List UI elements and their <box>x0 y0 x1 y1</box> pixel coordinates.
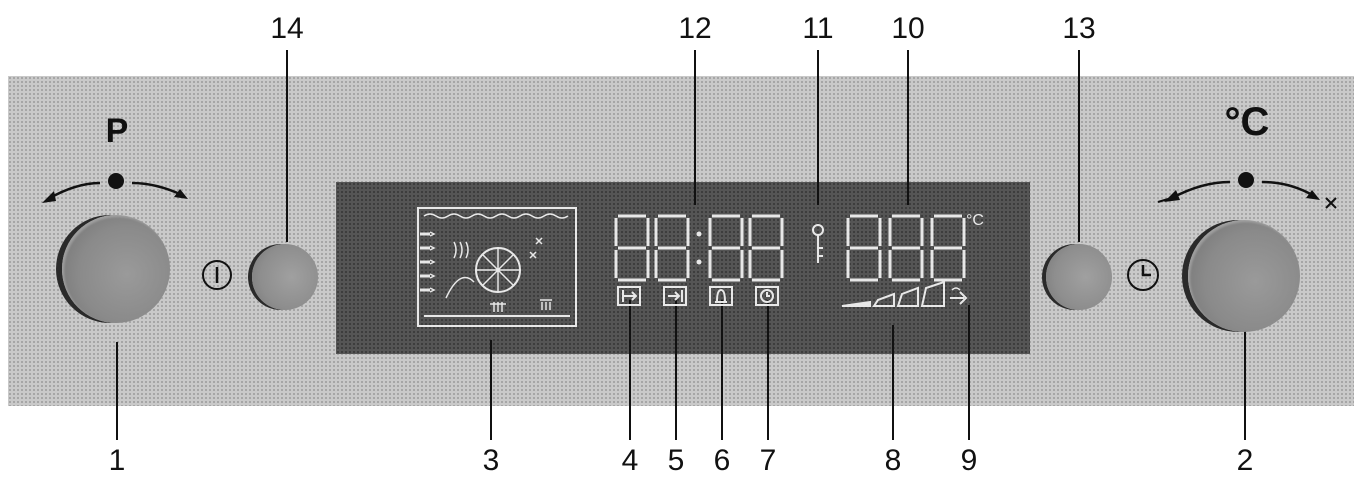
callout-12: 12 <box>678 12 712 45</box>
cooking-time-icon <box>617 286 641 306</box>
clock-icon <box>1127 259 1159 291</box>
clock-mode-icon <box>755 286 779 306</box>
end-time-icon <box>663 286 687 306</box>
temperature-rotate-arrows-icon <box>1157 172 1337 209</box>
callout-1: 1 <box>108 444 126 477</box>
callout-3: 3 <box>482 444 500 477</box>
callout-4: 4 <box>621 444 639 477</box>
display-content <box>417 207 968 327</box>
program-selector-knob[interactable] <box>62 215 170 323</box>
callout-9: 9 <box>960 444 978 477</box>
callout-13: 13 <box>1062 12 1096 45</box>
temperature-unit-label: °C <box>1224 100 1270 144</box>
temperature-knob[interactable] <box>1188 220 1300 332</box>
power-icon <box>202 260 232 290</box>
callout-2: 2 <box>1236 444 1254 477</box>
bell-icon <box>709 286 733 306</box>
callout-8: 8 <box>884 444 902 477</box>
heat-indicator-bars <box>841 280 945 307</box>
clock-button[interactable] <box>1046 244 1112 310</box>
callout-14: 14 <box>270 12 304 45</box>
display-unit: °C <box>966 212 984 229</box>
oven-functions-icon <box>417 207 577 327</box>
callout-10: 10 <box>891 12 925 45</box>
key-icon <box>812 224 824 263</box>
callout-11: 11 <box>802 12 834 45</box>
time-digits <box>614 214 784 282</box>
callout-6: 6 <box>713 444 731 477</box>
temperature-digits <box>846 214 966 282</box>
fast-heat-arrow-icon <box>950 287 968 305</box>
rotate-arrows-icon <box>42 173 188 203</box>
callout-5: 5 <box>667 444 685 477</box>
on-off-button[interactable] <box>252 244 318 310</box>
program-letter: P <box>105 112 129 150</box>
callout-7: 7 <box>759 444 777 477</box>
